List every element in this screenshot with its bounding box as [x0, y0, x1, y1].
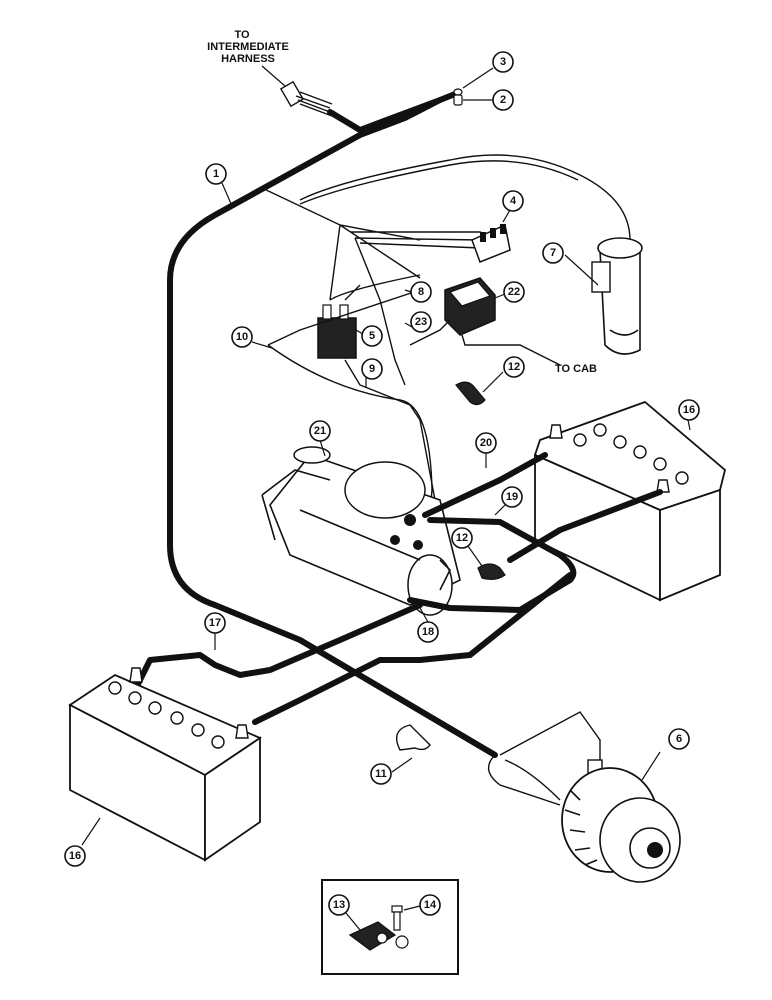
battery-right	[533, 400, 727, 602]
callout-12-upper: 12	[503, 356, 525, 378]
rubber-boot-upper	[455, 371, 504, 406]
callout-9-text: 9	[369, 363, 375, 375]
callout-22-text: 22	[508, 286, 520, 298]
callout-13-text: 13	[333, 899, 345, 911]
callout-19: 19	[501, 486, 523, 508]
alternator-wire-loop	[487, 711, 601, 806]
starter-solenoid	[564, 237, 643, 355]
callout-20-text: 20	[480, 437, 492, 449]
callout-10: 10	[231, 326, 253, 348]
callout-8: 8	[410, 281, 432, 303]
callout-21-text: 21	[314, 425, 326, 437]
inset-box	[321, 879, 459, 975]
callout-20: 20	[475, 432, 497, 454]
callout-1-text: 1	[213, 168, 219, 180]
alternator	[561, 751, 681, 883]
to-cab-label: TO CAB	[555, 363, 597, 375]
callout-16-right: 16	[678, 399, 700, 421]
callout-14: 14	[419, 894, 441, 916]
wire-9	[344, 359, 436, 501]
callout-5-text: 5	[369, 330, 375, 342]
callout-16-left: 16	[64, 845, 86, 867]
callout-4: 4	[502, 190, 524, 212]
callout-11-text: 11	[375, 768, 387, 780]
callout-17: 17	[204, 612, 226, 634]
harness-label-line3: HARNESS	[221, 53, 275, 65]
harness-label-line2: INTERMEDIATE	[207, 41, 289, 53]
callout-8-text: 8	[418, 286, 424, 298]
main-harness-cable	[167, 97, 498, 758]
harness-leader	[261, 65, 286, 87]
harness-label: TO INTERMEDIATE HARNESS	[207, 29, 289, 87]
callout-23: 23	[410, 311, 432, 333]
callout-16-left-text: 16	[69, 850, 81, 862]
grommet	[453, 67, 494, 106]
callout-1: 1	[205, 163, 233, 207]
callout-16-right-text: 16	[683, 404, 695, 416]
callout-18: 18	[417, 621, 439, 643]
callout-3: 3	[492, 51, 514, 73]
terminal-block	[471, 209, 511, 263]
harness-branch-top	[437, 91, 458, 103]
cable-18	[252, 572, 573, 725]
callout-13: 13	[328, 894, 350, 916]
harness-connector	[279, 80, 333, 117]
callout-22: 22	[503, 281, 525, 303]
callout-17-text: 17	[209, 617, 221, 629]
starter-motor	[261, 439, 461, 616]
starter-relay-wire-loop	[299, 154, 631, 241]
callout-2-text: 2	[500, 94, 506, 106]
cable-20	[422, 452, 548, 518]
callout-12-upper-text: 12	[508, 361, 520, 373]
callout-21: 21	[309, 420, 331, 442]
wire-23	[379, 299, 451, 386]
callout-5: 5	[361, 325, 383, 347]
battery-left	[68, 667, 262, 862]
voltage-regulator	[444, 277, 561, 366]
callout-9: 9	[361, 358, 383, 380]
callout-11: 11	[370, 763, 392, 785]
cable-battery-right-negative	[507, 489, 663, 563]
callout-7-text: 7	[550, 247, 556, 259]
callout-3-text: 3	[500, 56, 506, 68]
cable-clip	[391, 724, 431, 773]
callout-14-text: 14	[424, 899, 437, 911]
callout-2: 2	[492, 89, 514, 111]
harness-label-line1: TO	[234, 29, 250, 41]
callout-12-lower-text: 12	[456, 532, 468, 544]
callout-18-text: 18	[422, 626, 434, 638]
cable-17	[132, 602, 423, 693]
callout-6-text: 6	[676, 733, 682, 745]
callout-7: 7	[542, 242, 564, 264]
callout-6: 6	[668, 728, 690, 750]
callout-12-lower: 12	[451, 527, 473, 549]
callout-4-text: 4	[510, 195, 517, 207]
callout-10-text: 10	[236, 331, 248, 343]
wire-10	[267, 289, 433, 516]
rubber-boot-lower	[467, 545, 506, 581]
callout-23-text: 23	[415, 316, 427, 328]
callout-19-text: 19	[506, 491, 518, 503]
